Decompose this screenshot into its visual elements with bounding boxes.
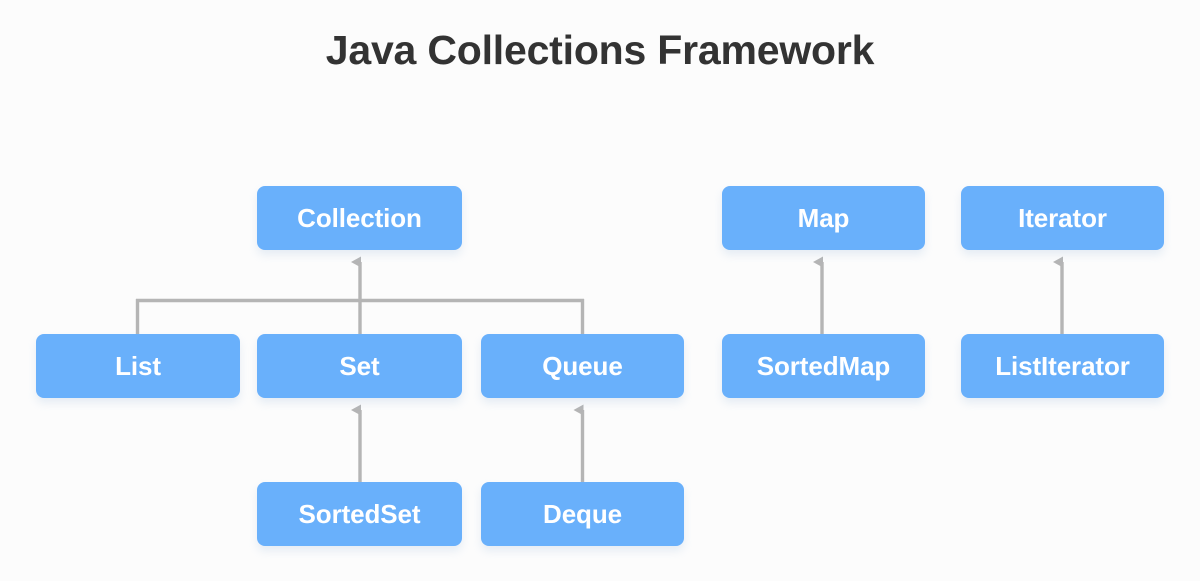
node-deque[interactable]: Deque [481, 482, 684, 546]
node-label-deque: Deque [543, 499, 622, 529]
node-sortedmap[interactable]: SortedMap [722, 334, 925, 398]
node-map[interactable]: Map [722, 186, 925, 250]
node-label-sortedset: SortedSet [298, 499, 421, 529]
node-label-sortedmap: SortedMap [756, 351, 891, 381]
node-collection[interactable]: Collection [257, 186, 462, 250]
node-set[interactable]: Set [257, 334, 462, 398]
node-label-collection: Collection [297, 203, 422, 233]
node-listiterator[interactable]: ListIterator [961, 334, 1164, 398]
node-iterator[interactable]: Iterator [961, 186, 1164, 250]
node-label-set: Set [339, 351, 380, 381]
node-queue[interactable]: Queue [481, 334, 684, 398]
node-label-queue: Queue [542, 351, 623, 381]
node-label-map: Map [797, 203, 850, 233]
node-label-listiterator: ListIterator [995, 351, 1130, 381]
node-list[interactable]: List [36, 334, 240, 398]
page-title: Java Collections Framework [325, 27, 875, 73]
edge-collection-bus [135, 256, 585, 334]
node-sortedset[interactable]: SortedSet [257, 482, 462, 546]
node-label-iterator: Iterator [1018, 203, 1107, 233]
node-label-list: List [115, 351, 161, 381]
